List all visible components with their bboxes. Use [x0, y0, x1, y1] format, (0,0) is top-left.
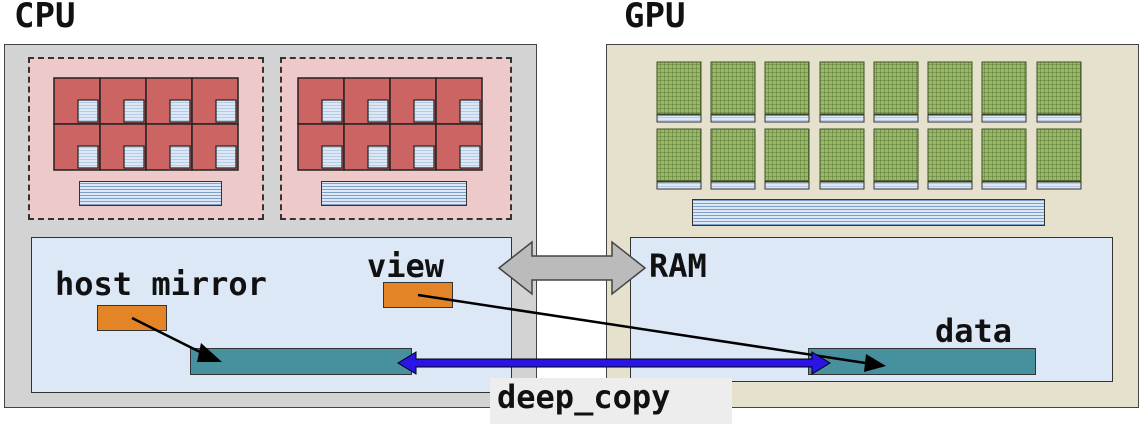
- cpu-core: [53, 123, 101, 171]
- gpu-sm: [710, 128, 756, 190]
- cpu-core: [99, 77, 147, 125]
- gpu-sm: [873, 61, 919, 123]
- cpu-cache-bar-1: [79, 181, 222, 206]
- gpu-cache-bar: [692, 199, 1045, 226]
- view-label: view: [367, 247, 445, 285]
- view-pointer-arrow: [417, 293, 873, 366]
- gpu-sm: [981, 128, 1027, 190]
- gpu-sm: [656, 61, 702, 123]
- cpu-core: [191, 123, 239, 171]
- cpu-core: [99, 123, 147, 171]
- data-label: data: [935, 312, 1013, 350]
- gpu-sm: [927, 61, 973, 123]
- gpu-sm: [1036, 61, 1082, 123]
- gpu-sm: [927, 128, 973, 190]
- host-mirror-data: [190, 348, 412, 375]
- cpu-core: [389, 77, 437, 125]
- cpu-core: [191, 77, 239, 125]
- gpu-sm: [819, 128, 865, 190]
- deep-copy-label-bg: [490, 378, 732, 424]
- host-mirror-pointer-arrow: [131, 316, 213, 360]
- gpu-sm: [710, 61, 756, 123]
- cpu-title: CPU: [14, 0, 76, 36]
- view-pointer-arrowhead: [864, 354, 886, 372]
- cpu-core: [343, 77, 391, 125]
- cpu-core: [343, 123, 391, 171]
- cpu-core: [145, 123, 193, 171]
- host-device-link-arrow: [497, 240, 647, 296]
- gpu-sm: [764, 61, 810, 123]
- deep-copy-label: deep_copy: [497, 378, 671, 416]
- cpu-core: [297, 123, 345, 171]
- ram-label: RAM: [649, 247, 707, 285]
- host-mirror-handle: [97, 305, 167, 331]
- device-data: [808, 348, 1036, 375]
- gpu-sm: [1036, 128, 1082, 190]
- cpu-core: [435, 123, 483, 171]
- gpu-sm: [873, 128, 919, 190]
- deep-copy-arrow: [397, 351, 831, 375]
- cpu-cache-bar-2: [321, 181, 467, 206]
- host-mirror-label: host mirror: [55, 265, 267, 303]
- host-mirror-pointer-arrowhead: [197, 343, 222, 362]
- cpu-core: [297, 77, 345, 125]
- gpu-sm: [656, 128, 702, 190]
- gpu-sm: [981, 61, 1027, 123]
- gpu-title: GPU: [624, 0, 686, 36]
- gpu-sm: [764, 128, 810, 190]
- cpu-core: [53, 77, 101, 125]
- cpu-core: [389, 123, 437, 171]
- gpu-sm: [819, 61, 865, 123]
- cpu-core: [145, 77, 193, 125]
- cpu-core: [435, 77, 483, 125]
